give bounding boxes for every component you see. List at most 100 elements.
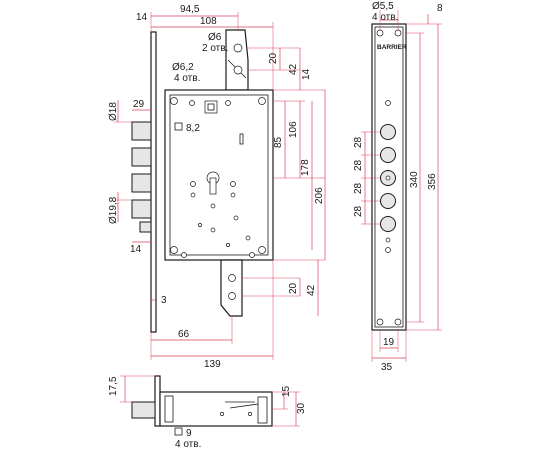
bottom-bracket-hole — [228, 292, 236, 300]
dim-label: 30 — [296, 402, 307, 414]
bottom-faceplate — [154, 375, 161, 427]
dim-label: 19 — [383, 337, 395, 348]
dim-label: 29 — [133, 99, 145, 110]
bottom-detail — [164, 395, 174, 423]
keyhole-slot — [209, 177, 217, 195]
square-follower — [204, 100, 218, 114]
dim-label: Ø18 — [108, 102, 119, 121]
side-bolt — [380, 124, 396, 140]
small-hole — [230, 181, 236, 187]
mount-hole — [170, 246, 178, 254]
bottom-bracket-hole — [228, 274, 236, 282]
dim-label: 340 — [409, 171, 420, 188]
latch-bolt — [139, 221, 152, 233]
small-hole — [198, 223, 202, 227]
side-hole — [394, 29, 402, 37]
side-bolt — [380, 193, 396, 209]
top-bracket-hole — [233, 43, 243, 53]
square-symbol — [174, 122, 183, 131]
side-hole — [376, 29, 384, 37]
dim-label: 106 — [288, 121, 299, 138]
side-small-hole — [385, 247, 391, 253]
dim-label: 206 — [314, 187, 325, 204]
side-bolt-center — [385, 175, 391, 181]
dim-label: 4 отв. — [175, 439, 201, 450]
small-hole — [190, 192, 196, 198]
dim-label: Ø6,2 — [172, 62, 194, 73]
dim-label: 2 отв. — [202, 43, 228, 54]
bolt — [131, 147, 152, 167]
bottom-detail-line — [229, 403, 259, 409]
dim-label: 28 — [353, 136, 364, 148]
mount-hole — [258, 97, 266, 105]
dim-label: 4 отв. — [174, 73, 200, 84]
side-small-hole — [385, 237, 391, 243]
bottom-bracket — [220, 259, 243, 317]
bottom-hole — [220, 412, 224, 416]
bottom-body — [159, 391, 273, 427]
dim-label: 8,2 — [186, 123, 200, 134]
small-hole — [226, 243, 230, 247]
side-faceplate-inner — [374, 26, 404, 328]
dim-label: 35 — [381, 362, 393, 373]
lock-body — [164, 89, 274, 261]
dim-label: 14 — [130, 244, 142, 255]
dim-label: 108 — [200, 16, 217, 27]
small-hole — [210, 203, 216, 209]
dim-label: 14 — [301, 68, 312, 80]
dim-label: 17,5 — [108, 376, 119, 396]
dim-label: 15 — [281, 385, 292, 397]
side-small-hole — [385, 100, 391, 106]
mount-hole — [170, 97, 178, 105]
dim-label: 85 — [273, 136, 284, 148]
slot — [239, 133, 244, 145]
small-hole — [190, 181, 196, 187]
dim-label: 28 — [353, 159, 364, 171]
mount-hole — [258, 246, 266, 254]
square-follower-inner — [207, 103, 215, 111]
dim-label: Ø19,8 — [108, 196, 119, 224]
small-hole — [210, 227, 216, 233]
bottom-view — [120, 375, 300, 427]
side-view — [361, 10, 442, 362]
square-symbol — [174, 427, 183, 436]
dim-label: 9 — [186, 428, 192, 439]
dim-label: 28 — [353, 182, 364, 194]
dim-label: 8 — [437, 3, 443, 14]
dim-label: 28 — [353, 205, 364, 217]
dim-label: Ø6 — [208, 32, 222, 43]
bottom-bolt — [131, 401, 156, 419]
small-hole — [233, 215, 239, 221]
brand-logo: BARRIER — [377, 44, 407, 51]
dim-label: Ø5,5 — [372, 1, 394, 12]
dim-label: 20 — [288, 282, 299, 294]
dim-label: 94,5 — [180, 4, 200, 15]
faceplate — [150, 31, 157, 333]
dim-label: 14 — [136, 12, 148, 23]
dim-label: 42 — [288, 63, 299, 75]
small-hole — [225, 100, 231, 106]
dim-label: 178 — [300, 159, 311, 176]
dim-label: 3 — [161, 295, 167, 306]
small-hole — [230, 192, 236, 198]
side-bolt — [380, 216, 396, 232]
dim-label: 66 — [178, 329, 190, 340]
bolt — [131, 199, 152, 219]
small-hole — [189, 100, 195, 106]
dim-label: 4 отв. — [372, 12, 398, 23]
side-hole — [376, 318, 384, 326]
small-hole — [249, 252, 255, 258]
bolt — [131, 121, 152, 141]
side-hole — [394, 318, 402, 326]
dim-label: 42 — [306, 284, 317, 296]
bottom-hole — [248, 412, 252, 416]
small-hole — [245, 235, 251, 241]
small-hole — [181, 252, 187, 258]
top-bracket-hole — [233, 65, 243, 75]
front-view — [114, 12, 326, 360]
side-bolt — [380, 147, 396, 163]
lock-body-inner — [169, 94, 269, 256]
dim-label: 139 — [204, 359, 221, 370]
